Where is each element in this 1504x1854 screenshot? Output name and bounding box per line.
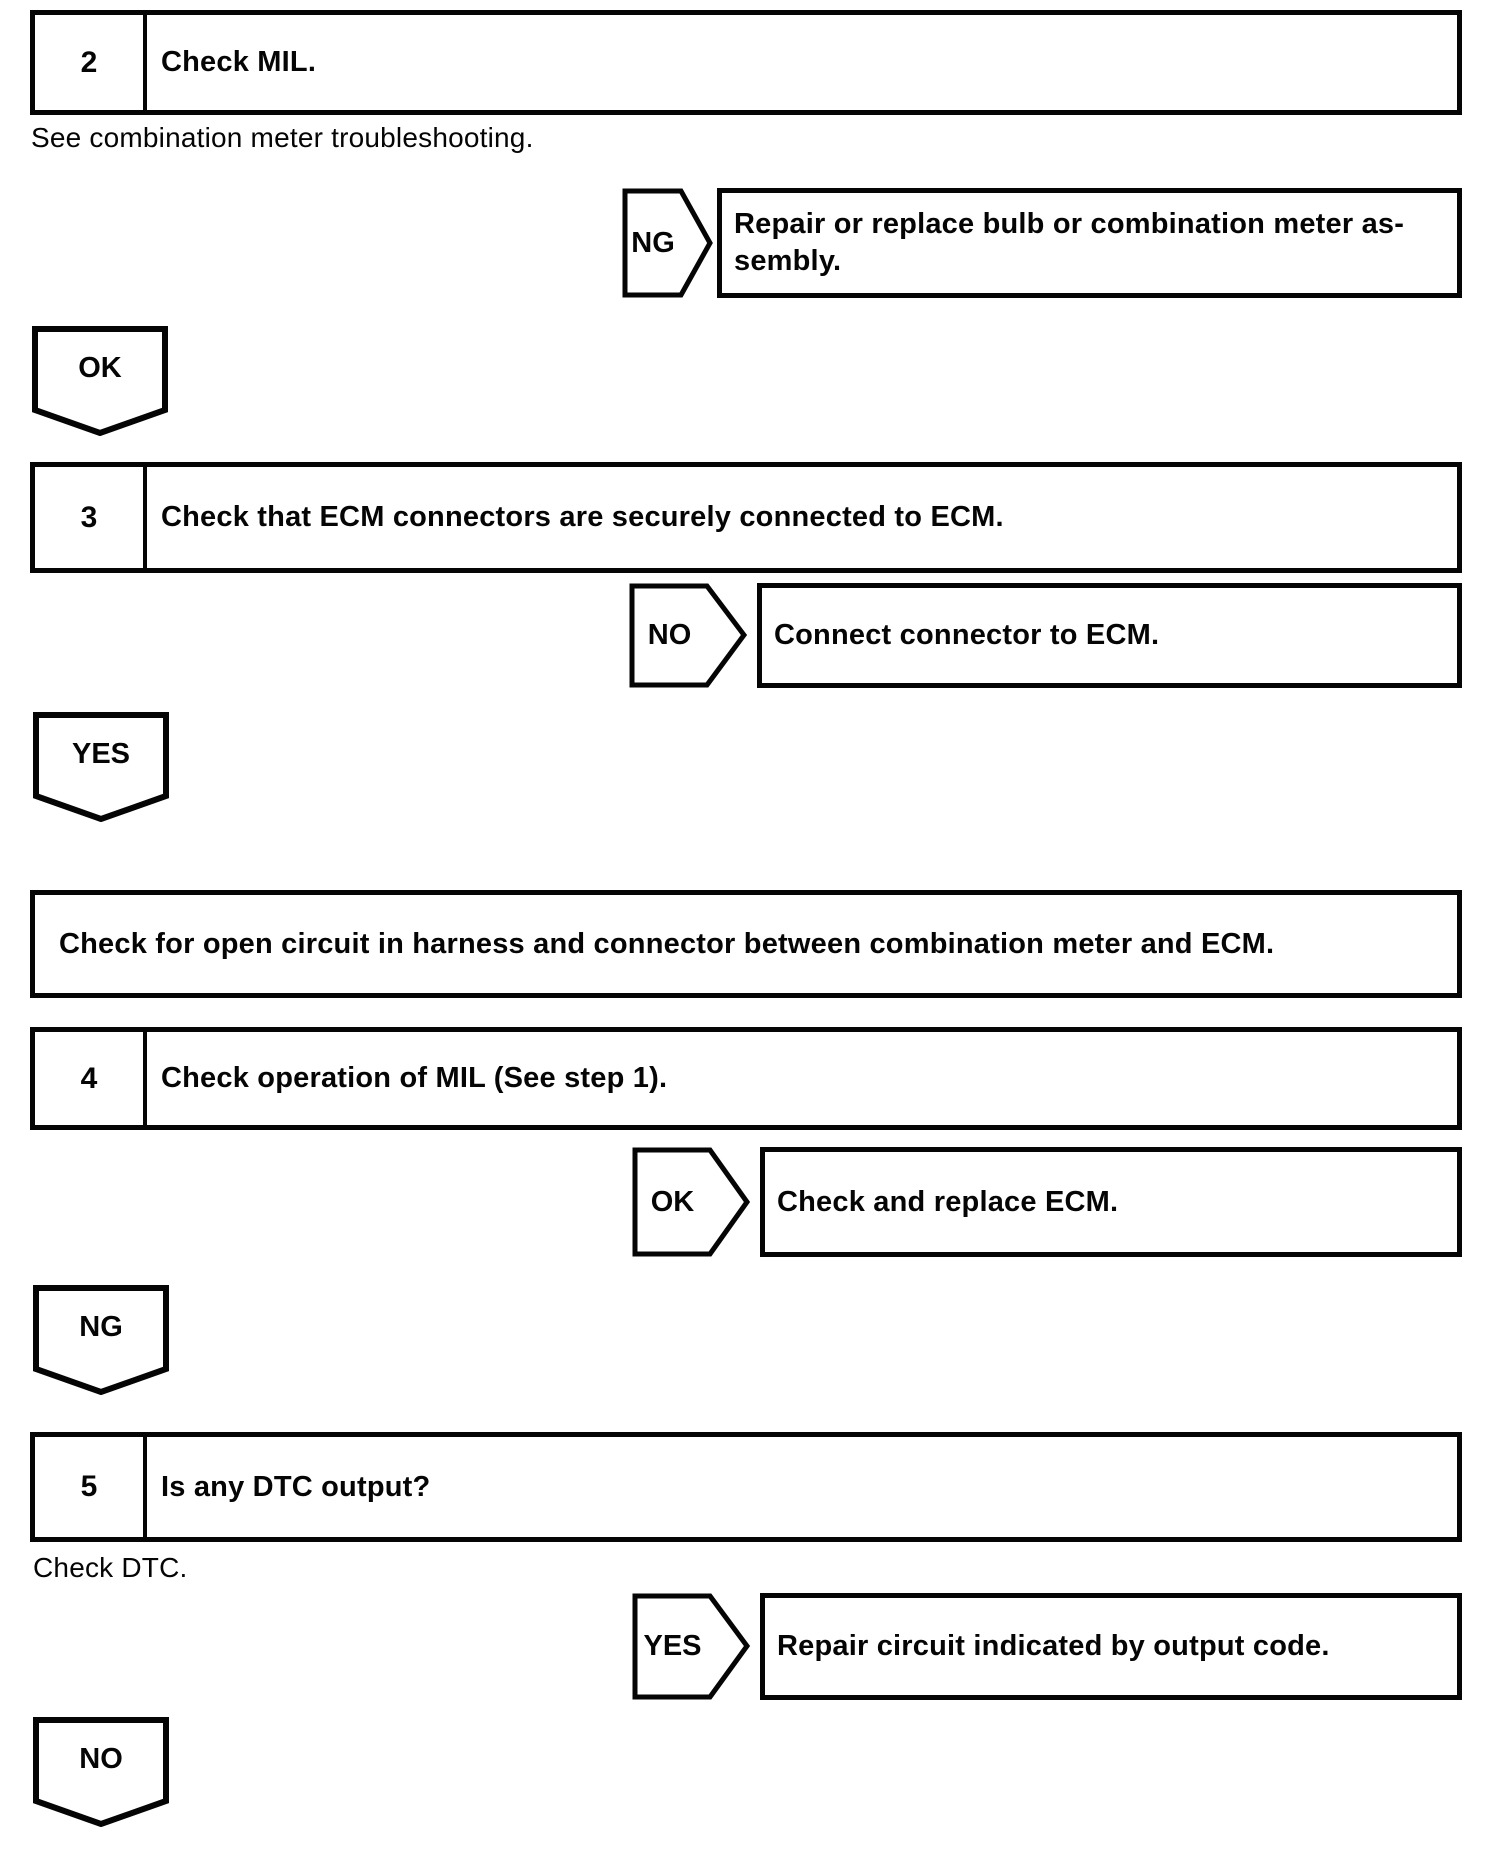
- yes-branch-pentagon: YES: [632, 1593, 750, 1700]
- step-2-title: Check MIL.: [161, 46, 317, 78]
- step-5-box: 5 Is any DTC output?: [30, 1432, 1462, 1542]
- yes-pentagon-shape: [632, 1593, 750, 1700]
- step-4-number: 4: [35, 1032, 147, 1125]
- no-flag-shape: [33, 1717, 169, 1827]
- ok-result-line-1: Check and replace ECM.: [777, 1185, 1119, 1218]
- ok-pentagon-shape: [632, 1147, 750, 1257]
- yes-result-line-1: Repair circuit indicated by output code.: [777, 1630, 1330, 1662]
- step-5-number: 5: [35, 1437, 147, 1537]
- ok-pentagon-label: OK: [650, 1185, 695, 1218]
- check-open-circuit-text: Check for open circuit in harness and co…: [59, 927, 1275, 960]
- ng-pentagon-label: NG: [631, 226, 675, 259]
- ok-flag-shape: [32, 326, 168, 436]
- yes-flag-label: YES: [71, 737, 131, 770]
- step-4-box: 4 Check operation of MIL (See step 1).: [30, 1027, 1462, 1130]
- step-2-number: 2: [35, 15, 147, 110]
- no-continue-flag: NO: [33, 1717, 169, 1827]
- ng-flag-shape: [33, 1285, 169, 1395]
- step-3-box: 3 Check that ECM connectors are securely…: [30, 462, 1462, 573]
- step-2-note: See combination meter troubleshooting.: [31, 122, 534, 153]
- ok-branch-pentagon: OK: [632, 1147, 750, 1257]
- ng-result-line-1: Repair or replace bulb or combination me…: [734, 208, 1405, 240]
- yes-result-box: Repair circuit indicated by output code.: [760, 1593, 1462, 1700]
- no-pentagon-shape: [629, 583, 747, 688]
- ng-result-text: Repair or replace bulb or combination me…: [734, 206, 1404, 280]
- ok-continue-flag: OK: [32, 326, 168, 436]
- yes-continue-flag: YES: [33, 712, 169, 822]
- ok-result-box: Check and replace ECM.: [760, 1147, 1462, 1257]
- step-5-note: Check DTC.: [33, 1552, 188, 1583]
- ng-pentagon-shape: [622, 188, 713, 298]
- no-pentagon-label: NO: [647, 619, 692, 651]
- no-branch-pentagon: NO: [629, 583, 747, 688]
- step-3-number: 3: [35, 467, 147, 568]
- ok-flag-label: OK: [78, 351, 122, 384]
- ng-continue-flag: NG: [33, 1285, 169, 1395]
- no-result-box: Connect connector to ECM.: [757, 583, 1462, 688]
- step-2-box: 2 Check MIL.: [30, 10, 1462, 115]
- ng-branch-pentagon: NG: [622, 188, 713, 298]
- ng-result-line-2: sembly.: [734, 245, 842, 277]
- ng-result-box: Repair or replace bulb or combination me…: [717, 188, 1462, 298]
- no-flag-label: NO: [79, 1742, 123, 1775]
- step-4-title: Check operation of MIL (See step 1).: [161, 1062, 668, 1094]
- step-3-title: Check that ECM connectors are securely c…: [161, 501, 1004, 533]
- ng-flag-label: NG: [79, 1310, 123, 1343]
- step-5-title: Is any DTC output?: [161, 1470, 431, 1503]
- check-open-circuit-box: Check for open circuit in harness and co…: [30, 890, 1462, 998]
- no-result-line-1: Connect connector to ECM.: [774, 619, 1160, 651]
- yes-pentagon-label: YES: [643, 1630, 702, 1662]
- yes-flag-shape: [33, 712, 169, 822]
